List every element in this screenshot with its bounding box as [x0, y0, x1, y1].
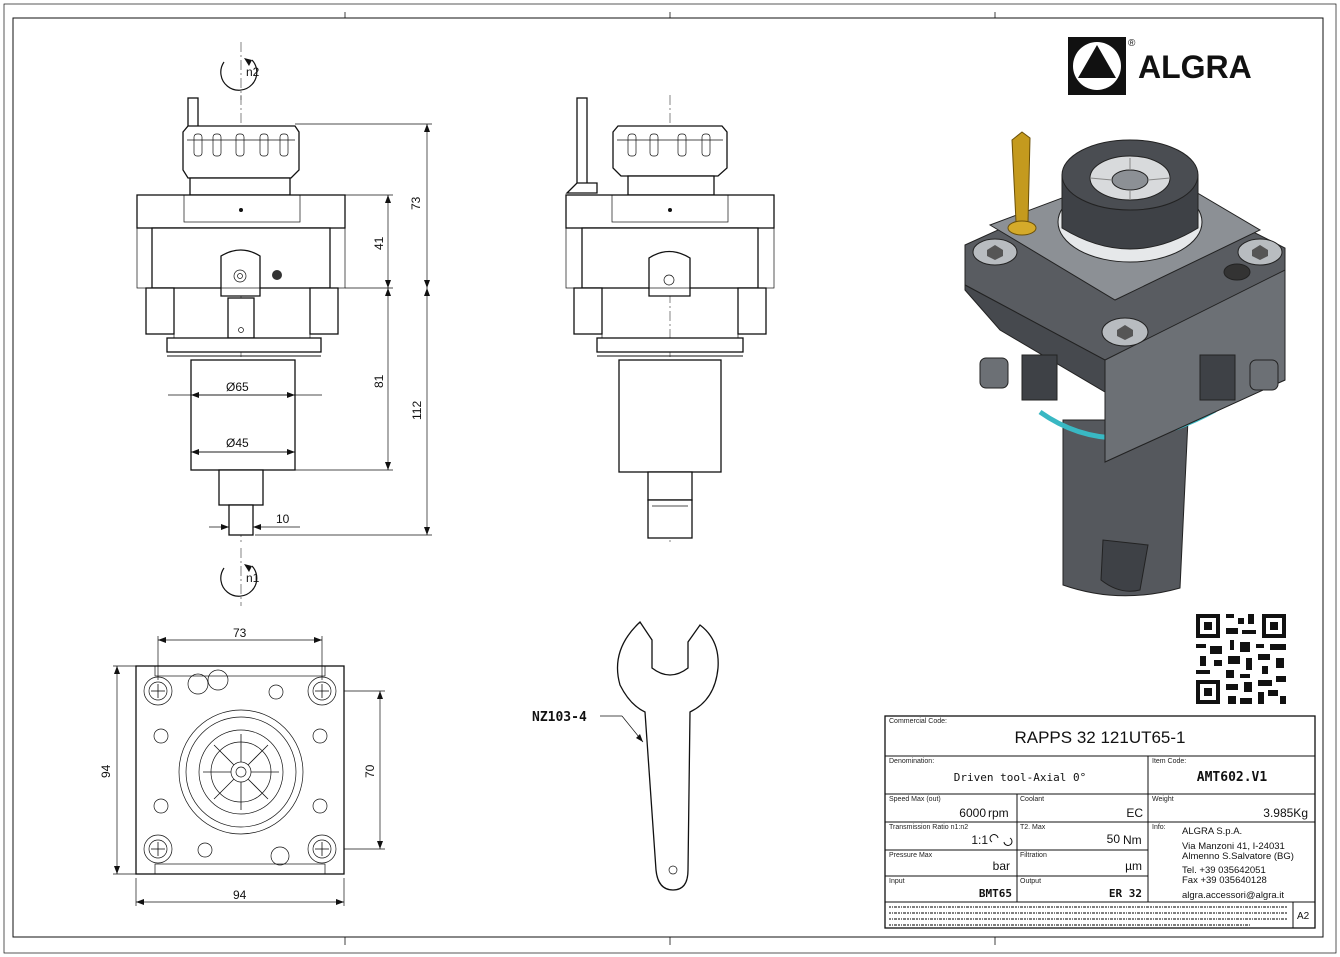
- denomination: Driven tool-Axial 0°: [954, 771, 1086, 784]
- dim-41: 41: [372, 236, 386, 250]
- dim-73-bottom: 73: [233, 626, 247, 640]
- dim-112: 112: [410, 401, 424, 420]
- pressure-label: Pressure Max: [889, 852, 933, 859]
- wrench-drawing: NZ103-4: [532, 621, 719, 891]
- dim-dia-65: Ø65: [226, 380, 249, 394]
- frame-ticks: [344, 12, 996, 945]
- n1-label: n1: [246, 571, 260, 585]
- denomination-label: Denomination:: [889, 758, 934, 765]
- rotation-arrows-icon: [989, 834, 1013, 846]
- title-block: Commercial Code: RAPPS 32 121UT65-1 Deno…: [884, 715, 1316, 929]
- rotation-n2-icon: n2: [220, 42, 260, 100]
- output-label: Output: [1020, 878, 1041, 885]
- dim-73-vertical: 73: [409, 196, 423, 210]
- coolant-label: Coolant: [1020, 796, 1044, 803]
- info-line-street: Via Manzoni 41, I-24031: [1182, 841, 1285, 852]
- info-line-fax: Fax +39 035640128: [1182, 875, 1267, 886]
- dim-70: 70: [363, 764, 377, 778]
- brand-name: ALGRA: [1138, 49, 1252, 85]
- side-view: [565, 95, 775, 545]
- speed-unit: rpm: [988, 806, 1009, 820]
- ratio-label: Transmission Ratio n1:n2: [889, 824, 968, 831]
- dim-10: 10: [276, 512, 290, 526]
- output-value: ER 32: [1109, 887, 1142, 900]
- rotation-n1-icon: n1: [220, 548, 260, 606]
- outer-frame: [3, 3, 1337, 954]
- qr-code: [1196, 614, 1286, 704]
- algra-logo: ALGRA ®: [1068, 37, 1252, 95]
- speed-label: Speed Max (out): [889, 796, 941, 803]
- info-line-company: ALGRA S.p.A.: [1182, 826, 1242, 837]
- dim-81: 81: [372, 374, 386, 388]
- speed-value: 6000: [959, 806, 986, 820]
- info-line-city: Almenno S.Salvatore (BG): [1182, 851, 1294, 862]
- sheet-size: A2: [1297, 911, 1310, 922]
- torque-value: 50: [1107, 832, 1121, 846]
- front-view: n2: [136, 42, 432, 606]
- iso-view-render: [964, 131, 1286, 597]
- ratio-value: 1:1: [971, 833, 988, 847]
- pressure-unit: bar: [993, 859, 1010, 873]
- dim-dia-45: Ø45: [226, 436, 249, 450]
- weight-value: 3.985Kg: [1263, 806, 1308, 820]
- dim-94-vertical: 94: [99, 764, 113, 778]
- info-label: Info:: [1152, 824, 1166, 831]
- item-code-label: Item Code:: [1152, 758, 1186, 765]
- socket-bolt-icon: [972, 238, 1283, 347]
- weight-label: Weight: [1152, 796, 1174, 803]
- torque-unit: Nm: [1123, 833, 1142, 847]
- input-value: BMT65: [979, 887, 1012, 900]
- filtration-label: Filtration: [1020, 852, 1047, 859]
- commercial-code: RAPPS 32 121UT65-1: [1014, 728, 1185, 747]
- filtration-unit: µm: [1125, 859, 1142, 873]
- legal-fine-print: [889, 906, 1288, 926]
- info-line-email: algra.accessori@algra.it: [1182, 890, 1284, 901]
- info-line-tel: Tel. +39 035642051: [1182, 865, 1266, 876]
- commercial-code-label: Commercial Code:: [889, 718, 947, 725]
- item-code: AMT602.V1: [1197, 770, 1268, 785]
- input-label: Input: [889, 878, 905, 885]
- torque-label: T2. Max: [1020, 824, 1046, 831]
- coolant-value: EC: [1126, 806, 1143, 820]
- bottom-view: 73 94 70 94: [99, 626, 385, 906]
- n2-label: n2: [246, 65, 260, 79]
- wrench-code: NZ103-4: [532, 710, 587, 725]
- registered-mark: ®: [1128, 38, 1136, 49]
- dim-94-horizontal: 94: [233, 888, 247, 902]
